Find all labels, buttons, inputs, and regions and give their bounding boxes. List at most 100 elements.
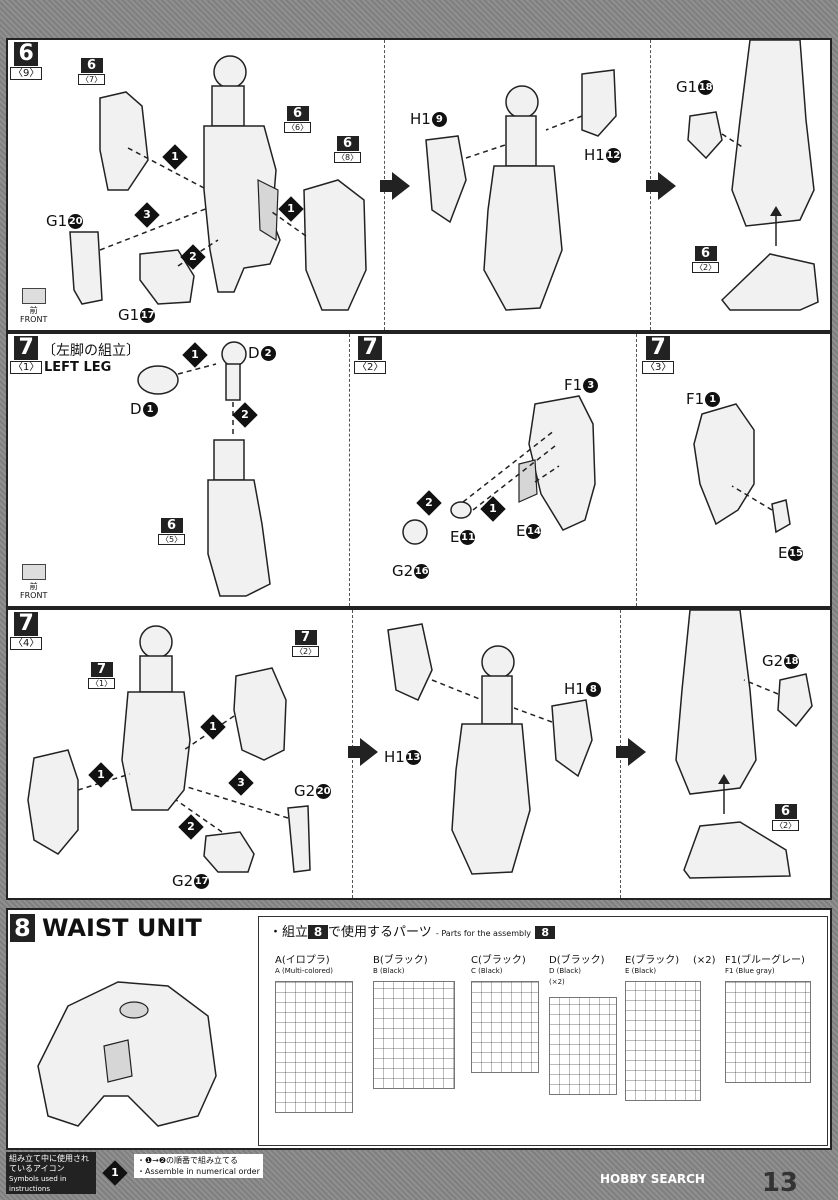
order-mark-1: 1 xyxy=(88,762,114,788)
front-en: FRONT xyxy=(20,591,48,600)
ref-6-2: 6 〈2〉 xyxy=(772,804,800,831)
runner-label-c: C(ブラック)C (Black) xyxy=(471,955,526,975)
next-arrow-icon xyxy=(646,172,676,200)
ref-6-8: 6 〈8〉 xyxy=(334,136,362,163)
step-7-1-marker: 7 〈1〉 xyxy=(10,336,43,374)
parts-header-step: 8 xyxy=(535,926,556,939)
ref-number: 6 xyxy=(80,58,103,73)
runner-label-b: B(ブラック)B (Black) xyxy=(373,955,428,975)
order-mark-2: 2 xyxy=(232,402,258,428)
runner-label-f1: F1(ブルーグレー)F1 (Blue gray) xyxy=(725,955,805,975)
runner-d xyxy=(549,997,617,1095)
step-number: 7 xyxy=(358,336,383,360)
step-number: 6 xyxy=(14,42,39,66)
left-leg-title-en: LEFT LEG xyxy=(44,360,112,375)
order-icon: 1 xyxy=(102,1160,128,1186)
order-mark-1: 1 xyxy=(182,342,208,368)
step-7-4-marker: 7 〈4〉 xyxy=(10,612,43,650)
ref-substep: 〈5〉 xyxy=(158,534,186,545)
step-7-3-marker: 7 〈3〉 xyxy=(642,336,675,374)
ref-6-2: 6 〈2〉 xyxy=(692,246,720,273)
page-number: 13 xyxy=(761,1168,798,1198)
front-arrow-icon xyxy=(21,288,46,304)
step-substep: 〈1〉 xyxy=(10,361,43,374)
ref-6-7: 6 〈7〉 xyxy=(78,58,106,85)
step-number: 7 xyxy=(14,612,39,636)
order-mark-1: 1 xyxy=(278,196,304,222)
front-indicator: 前 FRONT xyxy=(20,288,47,324)
leg-frame-drawing xyxy=(69,55,367,311)
runner-a xyxy=(275,981,353,1113)
shin-inner-drawing xyxy=(402,395,596,545)
leg-shin-drawing xyxy=(425,69,617,311)
runner-label-e: E(ブラック)E (Black) xyxy=(625,955,680,975)
parts-header-jp2: で使用するパーツ xyxy=(328,925,432,940)
legend-en: Symbols used in instructions xyxy=(9,1175,67,1193)
left-leg-assembly-drawing xyxy=(27,625,311,873)
order-mark-2: 2 xyxy=(178,814,204,840)
ref-substep: 〈1〉 xyxy=(88,678,116,689)
runner-label-d: D(ブラック)D (Black)(×2) xyxy=(549,955,605,986)
parts-header-en: - Parts for the assembly xyxy=(435,929,532,938)
ref-substep: 〈8〉 xyxy=(334,152,362,163)
step-substep: 〈4〉 xyxy=(10,637,43,650)
divider xyxy=(349,334,350,606)
step-8-number: 8 xyxy=(10,914,35,942)
order-mark-1: 1 xyxy=(162,144,188,170)
ref-number: 6 xyxy=(160,518,183,533)
ref-substep: 〈2〉 xyxy=(292,646,320,657)
step-7-2-marker: 7 〈2〉 xyxy=(354,336,387,374)
legend-description: ・❶→❷の順番で組み立てる ・Assemble in numerical ord… xyxy=(134,1154,263,1178)
runner-b xyxy=(373,981,455,1089)
ref-6-6: 6 〈6〉 xyxy=(284,106,312,133)
next-arrow-icon xyxy=(380,172,410,200)
ref-number: 7 xyxy=(90,662,113,677)
ref-number: 6 xyxy=(774,804,797,819)
ref-number: 6 xyxy=(694,246,717,261)
front-arrow-icon xyxy=(21,564,46,580)
leg-foot-drawing xyxy=(687,40,819,311)
ref-number: 6 xyxy=(286,106,309,121)
order-mark-2: 2 xyxy=(416,490,442,516)
next-arrow-icon xyxy=(348,738,378,766)
ref-number: 7 xyxy=(294,630,317,645)
runner-e xyxy=(625,981,701,1101)
runner-e-multiplier: (×2) xyxy=(693,955,716,966)
step-substep: 〈3〉 xyxy=(642,361,675,374)
front-en: FRONT xyxy=(20,315,48,324)
next-arrow-icon xyxy=(616,738,646,766)
step-number: 7 xyxy=(646,336,671,360)
ref-6-5: 6 〈5〉 xyxy=(158,518,186,545)
front-jp: 前 xyxy=(29,306,38,315)
order-mark-3: 3 xyxy=(228,770,254,796)
order-mark-1: 1 xyxy=(200,714,226,740)
waist-unit-drawing xyxy=(37,981,217,1127)
step-substep: 〈2〉 xyxy=(354,361,387,374)
ref-substep: 〈7〉 xyxy=(78,74,106,85)
left-leg-foot-drawing xyxy=(675,610,813,879)
runner-c xyxy=(471,981,539,1073)
order-mark-1: 1 xyxy=(480,496,506,522)
step-8-title: WAIST UNIT xyxy=(42,914,202,942)
order-mark-2: 2 xyxy=(180,244,206,270)
divider xyxy=(636,334,637,606)
runner-label-a: A(イロプラ)A (Multi-colored) xyxy=(275,955,333,975)
runner-f1 xyxy=(725,981,811,1083)
